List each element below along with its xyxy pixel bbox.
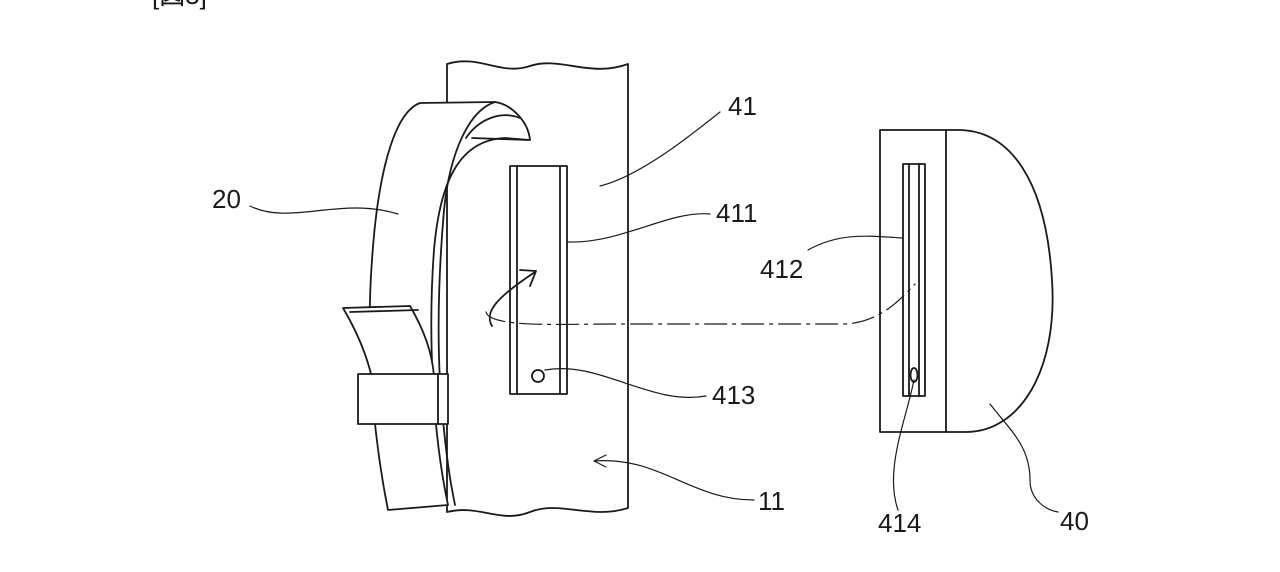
slot-411 (509, 165, 568, 395)
label-11: 11 (758, 486, 785, 516)
label-41: 41 (728, 91, 757, 121)
leader-lines (249, 111, 1059, 513)
center-line (485, 283, 916, 326)
label-414: 414 (878, 508, 921, 538)
module-40 (879, 129, 1054, 433)
figure-caption: [図5] (152, 0, 207, 10)
label-413: 413 (712, 380, 755, 410)
band-20 (342, 101, 531, 511)
label-40: 40 (1060, 506, 1089, 536)
insertion-arrow (488, 269, 537, 327)
label-20: 20 (212, 184, 241, 214)
label-412: 412 (760, 254, 803, 284)
label-411: 411 (716, 198, 757, 228)
hole-413 (531, 369, 545, 383)
